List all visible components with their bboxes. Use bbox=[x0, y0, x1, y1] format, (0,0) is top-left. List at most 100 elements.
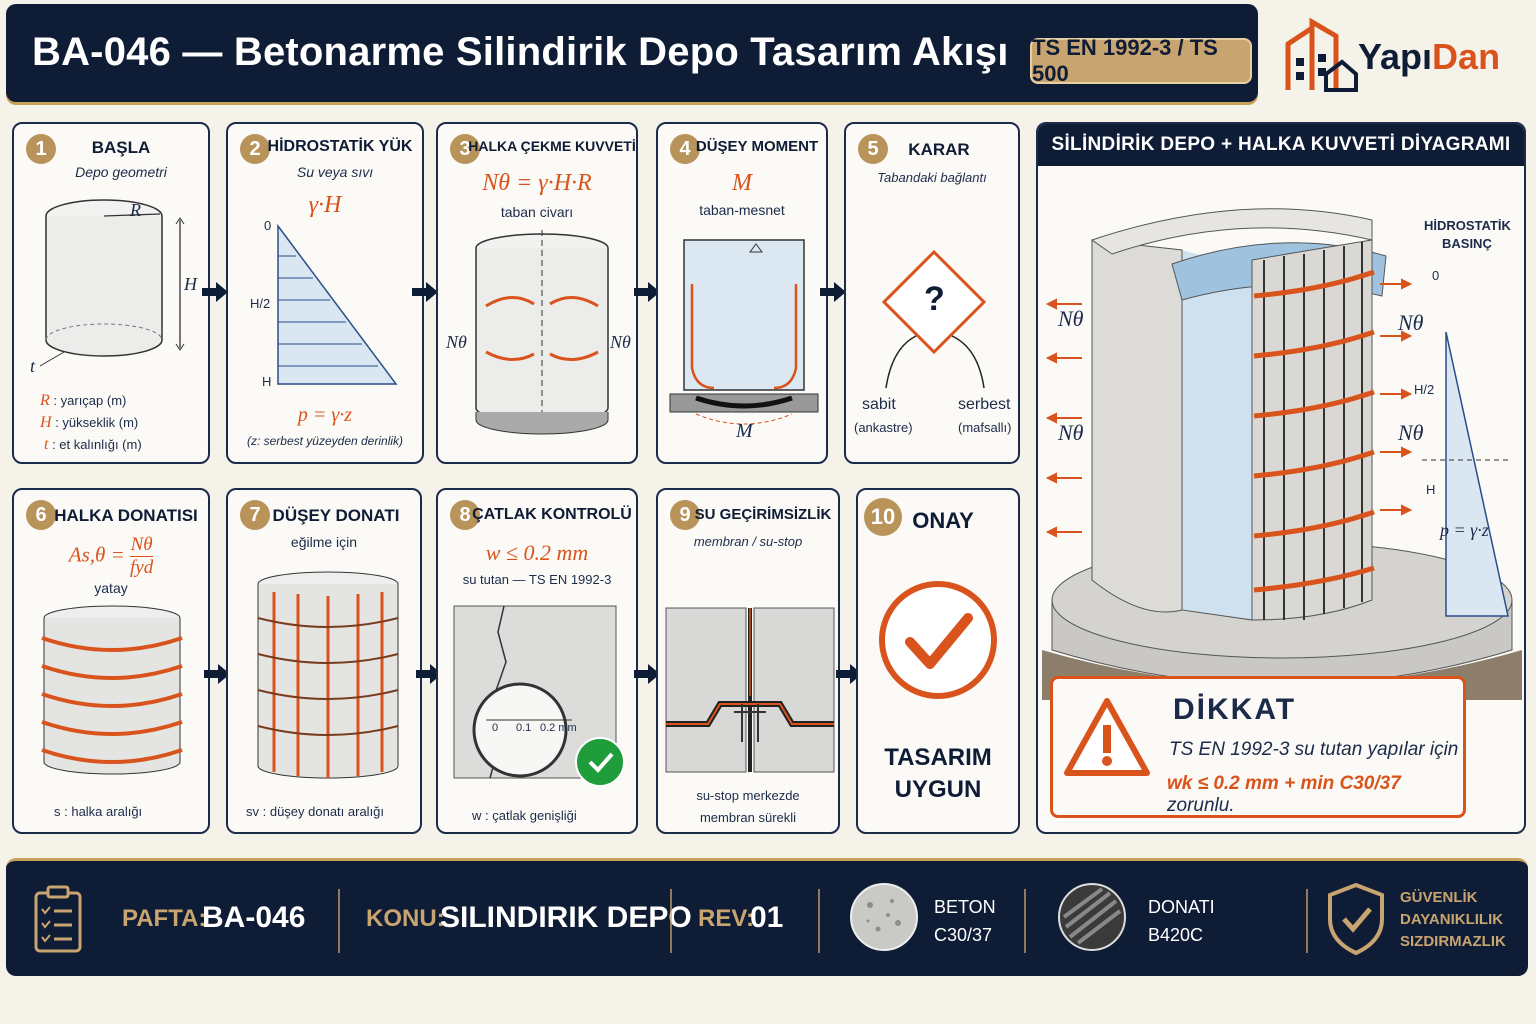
axis-label: 0 bbox=[1432, 268, 1439, 283]
step-10-card: 10 ONAY TASARIM UYGUN bbox=[856, 488, 1020, 834]
step-subtitle: su tutan — TS EN 1992-3 bbox=[438, 572, 636, 587]
step-subtitle: Depo geometri bbox=[14, 164, 208, 180]
clipboard-icon bbox=[32, 885, 84, 955]
pressure-title: BASINÇ bbox=[1442, 236, 1492, 251]
legend-radius: R : yarıçap (m) bbox=[40, 392, 126, 410]
konu-label: KONU: bbox=[366, 905, 445, 933]
step-8-card: 8 ÇATLAK KONTROLÜ w ≤ 0.2 mm su tutan — … bbox=[436, 488, 638, 834]
height-label: H bbox=[184, 274, 197, 295]
step-title: SU GEÇİRİMSİZLİK bbox=[658, 506, 838, 523]
waterstop-joint-icon bbox=[664, 606, 836, 776]
footer-divider bbox=[338, 889, 340, 953]
step-subtitle: Tabandaki bağlantı bbox=[846, 170, 1018, 185]
footer-bar: PAFTA: BA-046 KONU: SILINDIRIK DEPO REV:… bbox=[6, 858, 1528, 976]
step-9-card: 9 SU GEÇİRİMSİZLİK membran / su-stop su-… bbox=[656, 488, 840, 834]
warning-line-1: TS EN 1992-3 su tutan yapılar için bbox=[1169, 739, 1458, 761]
step-subtitle: taban civarı bbox=[438, 204, 636, 220]
step-title: HİDROSTATİK YÜK bbox=[228, 138, 422, 156]
pafta-label: PAFTA: bbox=[122, 905, 206, 933]
concrete-sample-icon bbox=[848, 881, 920, 953]
axis-label: H bbox=[1426, 482, 1435, 497]
warning-line-2: wk ≤ 0.2 mm + min C30/37 zorunlu. bbox=[1167, 773, 1463, 817]
brand-logo: YapıDan bbox=[1282, 14, 1522, 94]
cylinder-geometry-icon bbox=[24, 190, 210, 380]
rebar-value: B420C bbox=[1148, 921, 1203, 949]
force-label-right: Nθ bbox=[610, 332, 631, 353]
page-title: BA-046 — Betonarme Silindirik Depo Tasar… bbox=[32, 30, 1009, 75]
step-note: w : çatlak genişliği bbox=[472, 808, 577, 823]
step-title: HALKA ÇEKME KUVVETİ bbox=[438, 138, 636, 154]
axis-label: H bbox=[262, 374, 271, 389]
vertical-rebar-icon bbox=[254, 570, 402, 780]
rev-value: 01 bbox=[750, 901, 783, 935]
ring-tension-icon bbox=[462, 226, 622, 436]
force-label: Nθ bbox=[1058, 420, 1083, 446]
step-note: (z: serbest yüzeyden derinlik) bbox=[228, 434, 422, 448]
step-formula: As,θ = Nθ fyd bbox=[14, 534, 208, 579]
option-fixed: sabit bbox=[862, 396, 896, 414]
rebar-bundle-icon bbox=[1056, 881, 1128, 953]
step-title: DÜŞEY MOMENT bbox=[658, 138, 826, 155]
step-1-card: 1 BAŞLA Depo geometri R H t R : yarıçap … bbox=[12, 122, 210, 464]
goal-durability: DAYANIKLILIK bbox=[1400, 909, 1503, 931]
step-formula: M bbox=[658, 170, 826, 197]
force-label: Nθ bbox=[1398, 420, 1423, 446]
step-note: sv : düşey donatı aralığı bbox=[246, 804, 384, 819]
vertical-moment-icon bbox=[666, 228, 822, 428]
axis-label: 0 bbox=[264, 218, 271, 233]
force-label: Nθ bbox=[1058, 306, 1083, 332]
moment-label: M bbox=[736, 420, 753, 443]
legend-height: H : yükseklik (m) bbox=[40, 414, 138, 432]
option-pinned: serbest bbox=[958, 396, 1010, 414]
approved-check-icon bbox=[876, 578, 1000, 702]
footer-divider bbox=[818, 889, 820, 953]
crack-check-icon bbox=[452, 602, 632, 792]
step-subtitle: Su veya sıvı bbox=[228, 164, 422, 180]
step-title: ÇATLAK KONTROLÜ bbox=[438, 506, 636, 524]
result-line-2: UYGUN bbox=[858, 776, 1018, 804]
goal-safety: GÜVENLİK bbox=[1400, 887, 1478, 909]
axis-label: H/2 bbox=[1414, 382, 1434, 397]
concrete-label: BETON bbox=[934, 893, 996, 921]
step-subtitle: taban-mesnet bbox=[658, 202, 826, 218]
step-title: KARAR bbox=[846, 140, 1018, 160]
option-fixed-sub: (ankastre) bbox=[854, 420, 913, 435]
step-4-card: 4 DÜŞEY MOMENT M taban-mesnet M bbox=[656, 122, 828, 464]
step-note: s : halka aralığı bbox=[54, 804, 142, 819]
brand-name: YapıDan bbox=[1358, 36, 1500, 78]
step-7-card: 7 DÜŞEY DONATI eğilme için sv : düşey do… bbox=[226, 488, 422, 834]
step-5-card: 5 KARAR Tabandaki bağlantı ? sabit (anka… bbox=[844, 122, 1020, 464]
standard-badge: TS EN 1992-3 / TS 500 bbox=[1030, 38, 1252, 84]
option-pinned-sub: (mafsallı) bbox=[958, 420, 1011, 435]
step-2-card: 2 HİDROSTATİK YÜK Su veya sıvı γ·H 0 H/2… bbox=[226, 122, 424, 464]
step-title: ONAY bbox=[858, 508, 1018, 534]
decision-question: ? bbox=[924, 280, 945, 319]
header-bar: BA-046 — Betonarme Silindirik Depo Tasar… bbox=[6, 4, 1258, 102]
step-title: DÜŞEY DONATI bbox=[228, 506, 420, 526]
force-label-left: Nθ bbox=[446, 332, 467, 353]
step-subtitle: yatay bbox=[14, 580, 208, 596]
konu-value: SILINDIRIK DEPO bbox=[440, 901, 692, 935]
pressure-triangle-icon bbox=[258, 220, 408, 390]
warning-icon bbox=[1063, 697, 1151, 777]
step-6-card: 6 HALKA DONATISI As,θ = Nθ fyd yatay s :… bbox=[12, 488, 210, 834]
scale-tick: 0.2 mm bbox=[540, 722, 577, 734]
concrete-value: C30/37 bbox=[934, 921, 992, 949]
step-formula: w ≤ 0.2 mm bbox=[438, 540, 636, 566]
step-formula: γ·H bbox=[228, 192, 422, 219]
pressure-formula: p = γ·z bbox=[1440, 520, 1489, 541]
goal-watertightness: SIZDIRMAZLIK bbox=[1400, 931, 1506, 953]
scale-tick: 0.1 bbox=[516, 722, 531, 734]
decision-diamond-icon bbox=[860, 248, 1010, 398]
footer-divider bbox=[1306, 889, 1308, 953]
tank-3d-illustration bbox=[1042, 180, 1522, 700]
result-line-1: TASARIM bbox=[858, 744, 1018, 772]
building-logo-icon bbox=[1282, 14, 1358, 94]
shield-check-icon bbox=[1324, 881, 1388, 957]
axis-label: H/2 bbox=[250, 296, 270, 311]
thickness-label: t bbox=[30, 356, 35, 377]
step-subtitle: membran / su-stop bbox=[658, 534, 838, 549]
pressure-title: HİDROSTATİK bbox=[1424, 218, 1511, 233]
step-subtitle: eğilme için bbox=[228, 534, 420, 550]
pafta-value: BA-046 bbox=[202, 901, 305, 935]
